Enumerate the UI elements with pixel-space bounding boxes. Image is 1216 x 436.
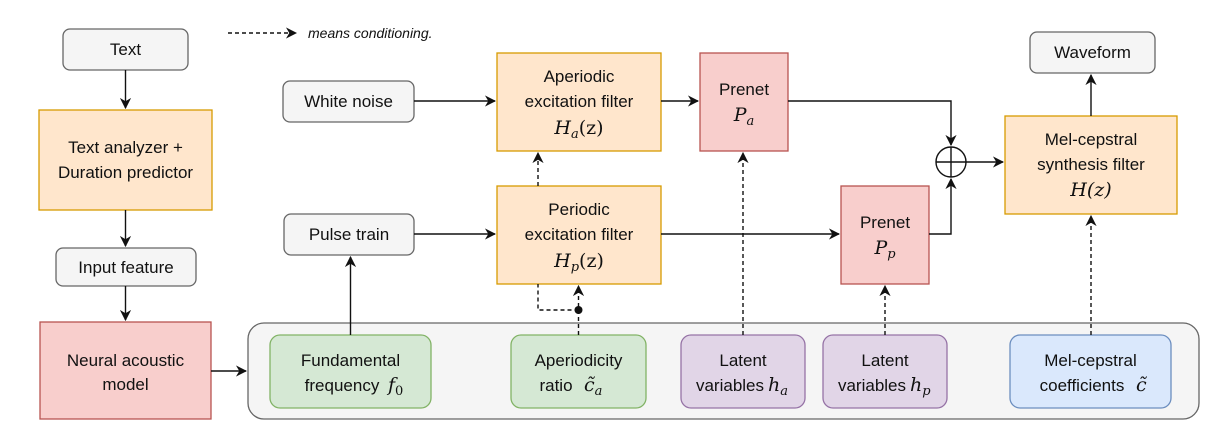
- prenet-p-node: Prenet Pp: [840, 185, 930, 285]
- text-input-node: Text: [62, 28, 189, 71]
- pulse-train-label: Pulse train: [309, 225, 389, 244]
- mcep-filter-node: Mel-cepstral synthesis filter H(z): [1004, 115, 1178, 215]
- latent-a-math: ha: [768, 374, 788, 399]
- mcep-coef-line1: Mel-cepstral: [1044, 351, 1137, 370]
- ap-ratio-line1: Aperiodicity: [535, 351, 623, 370]
- aperiodicity-ratio-node: Aperiodicity ratio c̃a: [510, 334, 647, 409]
- latent-a-line1: Latent: [719, 351, 767, 370]
- f0-line2: frequency: [305, 376, 380, 395]
- text-analyzer-node: Text analyzer + Duration predictor: [38, 109, 213, 211]
- conditioning-edges: [532, 151, 1097, 335]
- periodic-filter-node: Periodic excitation filter Hp(z): [496, 185, 662, 285]
- periodic-filter-line1: Periodic: [548, 200, 610, 219]
- latent-p-line1: Latent: [861, 351, 909, 370]
- mcep-filter-math: H(z): [1069, 179, 1111, 201]
- mcep-coef-math: c̃: [1136, 374, 1148, 396]
- sum-node: [935, 146, 967, 178]
- white-noise-node: White noise: [282, 80, 415, 123]
- f0-math: f0: [386, 374, 403, 399]
- aperiodic-filter-line2: excitation filter: [525, 92, 634, 111]
- legend: means conditioning.: [228, 25, 433, 41]
- aperiodic-filter-node: Aperiodic excitation filter Ha(z): [496, 52, 662, 152]
- mcep-filter-line1: Mel-cepstral: [1045, 130, 1138, 149]
- neural-model-line2: model: [102, 375, 148, 394]
- prenet-p-label: Prenet: [860, 213, 910, 232]
- ap-ratio-math: c̃a: [584, 374, 602, 399]
- latent-a-node: Latent variables ha: [680, 334, 806, 409]
- prenet-a-node: Prenet Pa: [699, 52, 789, 152]
- latent-p-node: Latent variables hp: [822, 334, 948, 409]
- waveform-label: Waveform: [1054, 43, 1131, 62]
- text-input-label: Text: [110, 40, 141, 59]
- cond-branch-to-periodic-left: [537, 284, 579, 311]
- edge-prenet-p-to-sum: [929, 177, 957, 235]
- waveform-node: Waveform: [1029, 31, 1156, 74]
- prenet-p-math: Pp: [873, 237, 896, 262]
- latent-a-line2: variables: [696, 376, 764, 395]
- text-analyzer-line2: Duration predictor: [58, 163, 193, 182]
- latent-p-line2: variables: [838, 376, 906, 395]
- ap-ratio-line2: ratio: [539, 376, 572, 395]
- mcep-filter-line2: synthesis filter: [1037, 155, 1145, 174]
- periodic-filter-line2: excitation filter: [525, 225, 634, 244]
- f0-line1: Fundamental: [301, 351, 400, 370]
- white-noise-label: White noise: [304, 92, 393, 111]
- mcep-coef-line2: coefficients: [1040, 376, 1125, 395]
- prenet-a-math: Pa: [733, 104, 755, 129]
- pulse-train-node: Pulse train: [283, 213, 415, 256]
- neural-model-line1: Neural acoustic: [67, 351, 185, 370]
- f0-node: Fundamental frequency f0: [269, 334, 432, 409]
- text-analyzer-line1: Text analyzer +: [68, 138, 183, 157]
- prenet-a-label: Prenet: [719, 80, 769, 99]
- input-feature-node: Input feature: [55, 247, 197, 287]
- latent-p-math: hp: [910, 374, 931, 399]
- aperiodic-filter-line1: Aperiodic: [544, 67, 615, 86]
- legend-text: means conditioning.: [308, 25, 433, 41]
- neural-acoustic-model-node: Neural acoustic model: [39, 321, 212, 420]
- mcep-coefficients-node: Mel-cepstral coefficients c̃: [1009, 334, 1172, 409]
- aperiodic-filter-math: Ha(z): [553, 117, 603, 142]
- edges: [119, 70, 1097, 377]
- input-feature-label: Input feature: [78, 258, 173, 277]
- periodic-filter-math: Hp(z): [553, 250, 604, 275]
- edge-prenet-a-to-sum: [788, 100, 957, 147]
